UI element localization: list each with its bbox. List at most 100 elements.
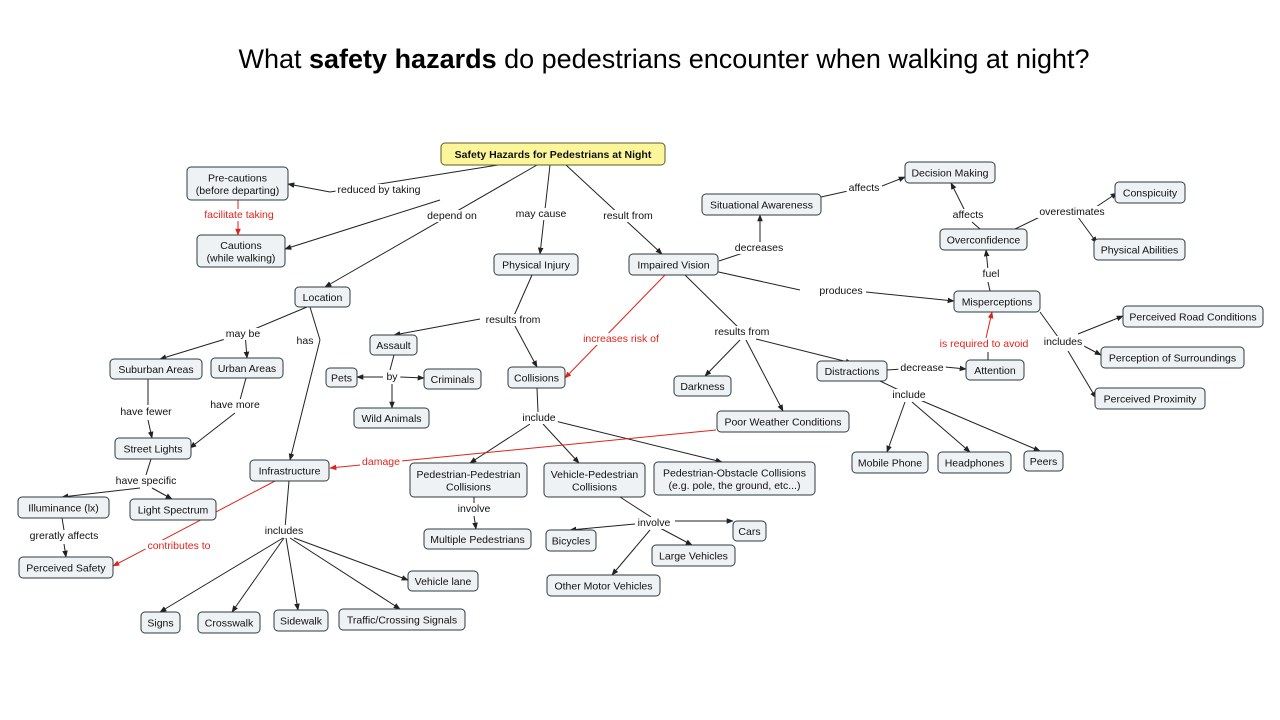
link-label-text: involve	[458, 503, 491, 515]
concept-node-signs[interactable]: Signs	[140, 611, 181, 634]
concept-node-darkness[interactable]: Darkness	[673, 375, 732, 397]
link-label-backdrop	[732, 242, 786, 254]
connector-line	[536, 387, 539, 413]
connector-line	[564, 274, 666, 379]
link-label-backdrop	[937, 338, 1031, 350]
node-box	[196, 234, 286, 268]
concept-node-infrastructure[interactable]: Infrastructure	[249, 459, 330, 482]
link-label-text: have more	[210, 399, 260, 411]
connector-line	[554, 420, 723, 464]
link-label-backdrop	[1041, 336, 1085, 348]
link-label-include1: include	[520, 412, 558, 424]
node-label: Impaired Vision	[637, 260, 709, 272]
link-label-backdrop	[712, 326, 772, 338]
link-label-text: results from	[486, 314, 541, 326]
concept-node-situational[interactable]: Situational Awareness	[701, 193, 822, 216]
concept-node-urban[interactable]: Urban Areas	[210, 357, 284, 379]
link-label-greatly: greratly affects	[27, 530, 101, 542]
concept-node-cars[interactable]: Cars	[732, 520, 767, 542]
link-label-backdrop	[513, 208, 569, 220]
concept-node-wildanimals[interactable]: Wild Animals	[353, 407, 430, 429]
concept-node-mobile[interactable]: Mobile Phone	[851, 451, 929, 474]
node-box	[325, 367, 358, 388]
concept-node-peers[interactable]: Peers	[1023, 450, 1064, 472]
link-label-required: is required to avoid	[937, 338, 1031, 350]
node-box	[353, 407, 430, 429]
concept-node-physinjury[interactable]: Physical Injury	[493, 253, 579, 276]
link-label-backdrop	[294, 335, 316, 347]
link-label-affects1: affects	[846, 182, 882, 194]
concept-node-overconfidence[interactable]: Overconfidence	[939, 228, 1028, 251]
concept-node-distractions[interactable]: Distractions	[816, 360, 888, 382]
link-label-backdrop	[581, 333, 662, 345]
connector-line	[569, 523, 636, 533]
concept-node-criminals[interactable]: Criminals	[423, 368, 482, 390]
concept-node-pets[interactable]: Pets	[325, 367, 358, 388]
link-label-backdrop	[520, 412, 558, 424]
node-box	[1093, 238, 1186, 261]
concept-node-decision[interactable]: Decision Making	[904, 161, 996, 184]
concept-node-streetlights[interactable]: Street Lights	[114, 437, 192, 460]
link-label-text: have fewer	[120, 406, 172, 418]
link-label-text: result from	[603, 210, 653, 222]
concept-node-multiped[interactable]: Multiple Pedestrians	[423, 528, 532, 550]
concept-node-surroundings[interactable]: Perception of Surroundings	[1100, 346, 1245, 369]
concept-node-assault[interactable]: Assault	[369, 334, 418, 356]
link-label-include2: include	[890, 389, 928, 401]
node-label: Illuminance (lx)	[28, 503, 99, 515]
node-label: Misperceptions	[962, 297, 1033, 309]
node-label: Cars	[738, 526, 760, 538]
node-label: Vehicle-Pedestrian	[551, 469, 639, 481]
concept-node-largeveh[interactable]: Large Vehicles	[651, 544, 736, 567]
node-box	[423, 528, 532, 550]
concept-node-collisions[interactable]: Collisions	[507, 366, 566, 389]
node-box	[716, 410, 850, 433]
node-box	[507, 366, 566, 389]
concept-node-impaired[interactable]: Impaired Vision	[628, 253, 719, 276]
concept-node-physabilities[interactable]: Physical Abilities	[1093, 238, 1186, 261]
link-label-text: decrease	[900, 362, 943, 374]
connector-line	[820, 190, 849, 198]
concept-node-cautions[interactable]: Cautions(while walking)	[196, 234, 286, 268]
concept-node-proximity[interactable]: Perceived Proximity	[1094, 387, 1206, 410]
link-label-facilitate: facilitate taking	[202, 209, 276, 221]
node-box	[197, 611, 261, 634]
node-label: Attention	[974, 365, 1016, 377]
concept-node-bicycles[interactable]: Bicycles	[545, 529, 597, 552]
concept-node-misperceptions[interactable]: Misperceptions	[953, 290, 1041, 313]
concept-node-vehiclelane[interactable]: Vehicle lane	[407, 570, 479, 592]
link-label-text: involve	[638, 517, 671, 529]
concept-node-crosswalk[interactable]: Crosswalk	[197, 611, 261, 634]
node-box	[18, 556, 114, 579]
connector-line	[1077, 315, 1124, 335]
concept-node-pedobs[interactable]: Pedestrian-Obstacle Collisions(e.g. pole…	[653, 461, 816, 496]
concept-node-traffic[interactable]: Traffic/Crossing Signals	[338, 608, 466, 631]
concept-node-suburban[interactable]: Suburban Areas	[109, 358, 203, 380]
connector-line	[285, 537, 300, 611]
concept-node-perceivedsafety[interactable]: Perceived Safety	[18, 556, 114, 579]
link-label-resultfrom: result from	[601, 210, 656, 222]
connector-line	[389, 354, 395, 371]
concept-node-lightspectrum[interactable]: Light Spectrum	[129, 498, 217, 521]
node-label: Light Spectrum	[138, 505, 209, 517]
link-label-resultsfrom2: results from	[712, 326, 772, 338]
concept-node-poorweather[interactable]: Poor Weather Conditions	[716, 410, 850, 433]
concept-node-precautions[interactable]: Pre-cautions(before departing)	[186, 166, 289, 201]
concept-node-roadcond[interactable]: Perceived Road Conditions	[1122, 305, 1264, 328]
concept-node-root[interactable]: Safety Hazards for Pedestrians at Night	[440, 142, 666, 166]
concept-node-location[interactable]: Location	[294, 286, 351, 308]
link-label-text: is required to avoid	[940, 338, 1029, 350]
concept-node-illuminance[interactable]: Illuminance (lx)	[17, 496, 110, 519]
node-label: Criminals	[431, 374, 475, 386]
concept-node-headphones[interactable]: Headphones	[937, 451, 1012, 474]
connector-line	[987, 281, 991, 292]
concept-node-sidewalk[interactable]: Sidewalk	[273, 609, 329, 632]
link-label-backdrop	[483, 314, 543, 326]
concept-node-othermotor[interactable]: Other Motor Vehicles	[546, 574, 661, 597]
concept-node-attention[interactable]: Attention	[965, 359, 1025, 381]
link-label-backdrop	[898, 362, 946, 374]
concept-node-conspicuity[interactable]: Conspicuity	[1114, 181, 1186, 204]
link-label-backdrop	[890, 389, 928, 401]
